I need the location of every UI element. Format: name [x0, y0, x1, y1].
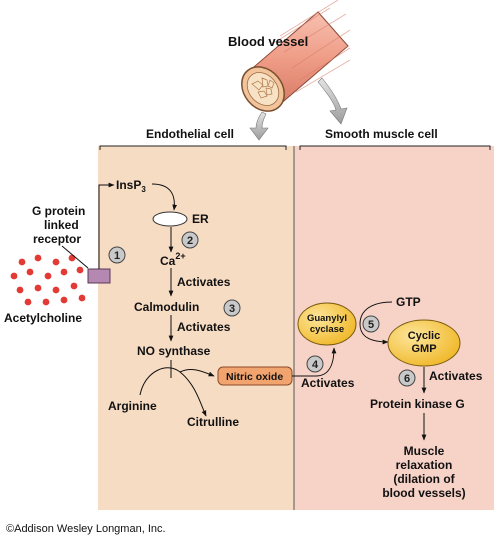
copyright-credit: ©Addison Wesley Longman, Inc. [6, 523, 166, 535]
muscle-relaxation-line1: Muscle [404, 444, 445, 458]
step-marker-6: 6 [398, 369, 416, 387]
gtp-to-cyclic-gmp-arrow [359, 301, 393, 345]
er-label: ER [192, 212, 209, 226]
no-synthase-label: NO synthase [137, 344, 211, 358]
step-marker-2: 2 [181, 231, 199, 249]
g-protein-receptor [87, 268, 111, 284]
acetylcholine-label: Acetylcholine [4, 311, 82, 325]
activates-label-2: Activates [177, 320, 231, 334]
receptor-to-insp3-arrow [98, 182, 115, 269]
activates-label-4: Activates [429, 369, 483, 383]
endothelial-cell-label: Endothelial cell [146, 127, 234, 141]
insp3-to-er-arrow [151, 183, 178, 211]
muscle-relaxation-line3: (dilation of [393, 472, 455, 486]
protein-kinase-g-label: Protein kinase G [370, 397, 465, 411]
er-organelle [152, 211, 188, 227]
acetylcholine-molecules [10, 254, 86, 306]
guanylyl-label-line2: cyclase [310, 324, 344, 335]
vessel-to-smooth-muscle-arrow [317, 77, 348, 125]
muscle-relaxation-line4: blood vessels) [382, 486, 465, 500]
activates-label-1: Activates [177, 275, 231, 289]
svg-text:4: 4 [312, 359, 319, 371]
arginine-label: Arginine [108, 399, 157, 413]
activates-label-3: Activates [301, 376, 355, 390]
nitric-oxide-to-guanylyl-arrow [292, 347, 337, 377]
step-marker-1: 1 [108, 246, 126, 264]
vessel-to-endothelial-arrow [249, 111, 269, 141]
svg-text:1: 1 [114, 250, 120, 262]
blood-vessel-label: Blood vessel [228, 34, 308, 49]
g-protein-label-line1: G protein [32, 204, 85, 218]
cyclic-gmp-label-line2: GMP [411, 343, 436, 355]
smooth-muscle-cell-label: Smooth muscle cell [325, 127, 438, 141]
blood-vessel-illustration [241, 0, 351, 112]
step-marker-3: 3 [223, 299, 241, 317]
insp3-label: InsP3 [116, 178, 146, 194]
endothelial-bracket [99, 145, 287, 150]
step-marker-5: 5 [362, 315, 380, 333]
g-protein-label-line3: receptor [33, 232, 81, 246]
cyclic-gmp-molecule [387, 319, 461, 367]
endothelial-cell-panel [98, 146, 294, 510]
cyclic-gmp-label-line1: Cyclic [408, 330, 440, 342]
muscle-relaxation-line2: relaxation [396, 458, 453, 472]
nitric-oxide-label: Nitric oxide [226, 371, 283, 383]
reaction-to-nitric-oxide-arrow [179, 369, 215, 377]
guanylyl-cyclase-enzyme [297, 302, 357, 346]
ca-label: Ca2+ [160, 251, 186, 268]
svg-text:2: 2 [187, 235, 193, 247]
calmodulin-label: Calmodulin [134, 300, 199, 314]
svg-text:6: 6 [404, 373, 410, 385]
svg-text:3: 3 [229, 303, 235, 315]
g-protein-pointer [61, 245, 89, 269]
gtp-label: GTP [396, 295, 421, 309]
smooth-muscle-bracket [299, 145, 491, 150]
guanylyl-label-line1: Guanylyl [307, 313, 347, 324]
citrulline-label: Citrulline [187, 415, 239, 429]
svg-text:5: 5 [368, 319, 374, 331]
g-protein-label-line2: linked [44, 218, 79, 232]
step-marker-4: 4 [306, 355, 324, 373]
arginine-to-citrulline-arrow [139, 367, 207, 417]
